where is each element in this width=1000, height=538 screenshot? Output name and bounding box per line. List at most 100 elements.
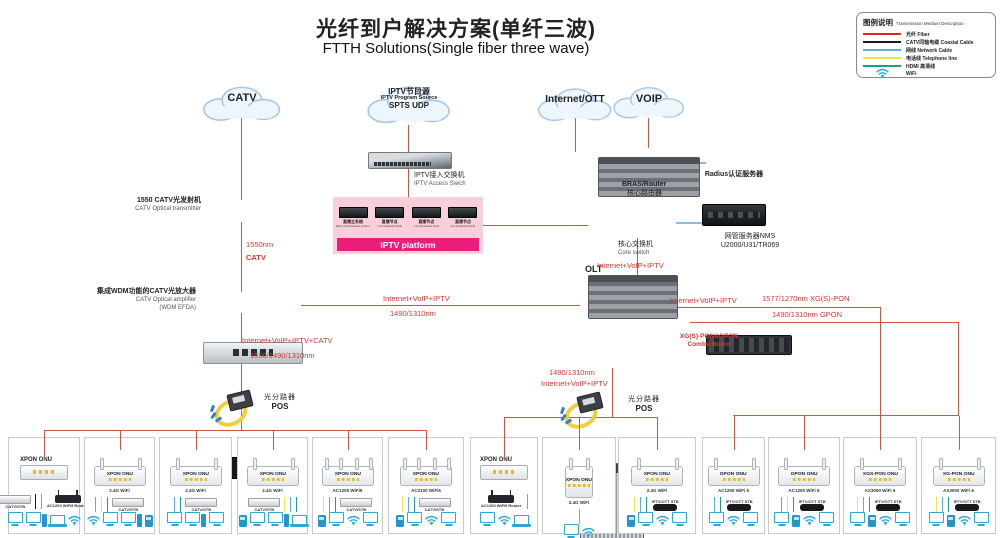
line-gpon-down — [958, 322, 959, 415]
combo-label2: Combo Board — [687, 341, 731, 348]
hdmi-line-swatch — [863, 65, 901, 67]
fiber-drop-line — [504, 418, 505, 458]
monitor-icon — [850, 512, 865, 523]
monitor-icon — [25, 512, 41, 523]
combo-label1: XG(S)-PON&GPON — [679, 333, 739, 340]
home-devices-row — [578, 509, 580, 524]
iptv-ott-stb-device: IPTV/OTT STB — [874, 499, 902, 511]
onu-device: XPON ONU — [169, 457, 222, 486]
legend-item-label: 电话线 Telephone line — [906, 55, 958, 62]
onu-ports — [336, 478, 359, 481]
pc-tower-icon — [41, 514, 47, 527]
flow-ivi-core-olt: Internet+VoIP+IPTV — [597, 261, 664, 270]
antenna — [252, 458, 257, 470]
wifi-icon — [656, 515, 669, 525]
ip-phone-icon — [396, 515, 404, 527]
home-box-xpon-onu: XPON ONU AC1200 WiFi5 Router — [470, 418, 538, 534]
desktop-pc-icon — [25, 512, 47, 527]
onu-name-label: GPON ONU — [790, 471, 818, 477]
cable-line — [41, 494, 43, 509]
cable-line — [646, 497, 648, 512]
wifi-icon — [346, 515, 360, 525]
monitor-icon — [328, 512, 344, 523]
onu-sub-label: AX3000 WiFi 6 — [864, 488, 896, 493]
cable-line — [719, 497, 721, 512]
onu-sub-label — [503, 482, 504, 488]
onu-body: XG-PON ONU — [932, 458, 985, 486]
onu-sub-label: AC1200 WiFi5 — [332, 488, 363, 493]
onu-ports — [415, 478, 437, 481]
cloud-voip — [613, 86, 684, 119]
onu-device: XPON ONU — [246, 457, 299, 486]
onu-sub-label: AC2100 WiFi5 — [411, 488, 441, 493]
fiber-drop-line — [347, 431, 349, 450]
core-switch-label-en: Core switch — [618, 250, 650, 256]
onu-sub-label: 2.4G WiFi — [646, 488, 668, 493]
cable-line — [713, 497, 715, 512]
onu-sub-label: 2.4G WiFi — [262, 488, 283, 493]
antenna — [637, 458, 641, 470]
device-label: IPTV/OTT STB — [725, 498, 753, 504]
device-body — [876, 503, 901, 511]
cable-line — [935, 497, 937, 512]
monitor-icon — [928, 512, 944, 523]
iptv-ott-stb-device: IPTV/OTT STB — [651, 499, 679, 511]
line-iptv-to-switch — [408, 125, 409, 152]
iptv-platform-banner: IPTV platform — [337, 238, 479, 251]
monitor-icon — [743, 512, 758, 523]
antenna — [675, 458, 679, 470]
monitor-icon — [167, 512, 182, 523]
nms-label-model: U2000/U31/TR069 — [720, 242, 780, 249]
antenna — [713, 458, 718, 470]
device-label: CATV/STB — [118, 506, 138, 512]
cable-line — [101, 497, 102, 512]
pc-tower-icon — [136, 514, 142, 527]
ip-phone-icon — [792, 515, 800, 527]
cable-line — [401, 497, 403, 512]
flow-ivic: Internet+VoIP+IPTV+CATV — [242, 336, 333, 345]
ip-phone-icon — [317, 515, 326, 527]
line-amp-to-olt — [301, 305, 580, 306]
cable-line — [863, 497, 865, 512]
client-devices-row — [709, 512, 758, 527]
nms-label-zh: 网管服务器NMS — [724, 233, 776, 240]
laptop-icon — [511, 515, 531, 527]
legend-item-coaxial: CATV同轴电缆 Coaxial Cable — [863, 38, 989, 46]
onu-body — [20, 465, 68, 480]
onu-device: XG-PON ONU — [932, 457, 985, 486]
device-label: AC1200 WiFi5 Router — [481, 503, 522, 508]
onu-body: XPON ONU — [321, 458, 374, 486]
platform-node-label-zh: 直播节点 — [381, 219, 398, 224]
home-devices-row: IPTV/OTT STB — [935, 497, 981, 512]
platform-node-label-zh: 直播节点 — [418, 219, 435, 224]
wifi-icon — [863, 65, 901, 83]
fiber-drop-line — [804, 416, 805, 450]
onu-sub-label: AC1200 WiFi 5 — [788, 488, 820, 493]
wifi-router-device: AC1200 WiFi5 Router — [46, 490, 88, 508]
device-body — [0, 494, 32, 504]
monitor-icon — [895, 512, 910, 523]
flow-xgspon: 1577/1270nm XG(S)-PON — [762, 294, 850, 303]
line-combo-xgspon — [668, 307, 880, 308]
core-switch — [588, 275, 678, 319]
wifi-icon — [67, 515, 81, 525]
line-platform-to-coreswitch — [483, 225, 588, 226]
bracket-left — [44, 430, 427, 431]
cable-links — [935, 497, 949, 512]
antenna — [137, 458, 142, 470]
device-label: CATV/STB — [5, 503, 26, 509]
antenna — [99, 458, 104, 470]
bracket-right — [733, 415, 959, 416]
cable-links — [578, 509, 580, 524]
onu-device: GPON ONU — [707, 457, 760, 486]
onu-device: XPON ONU — [480, 457, 528, 480]
